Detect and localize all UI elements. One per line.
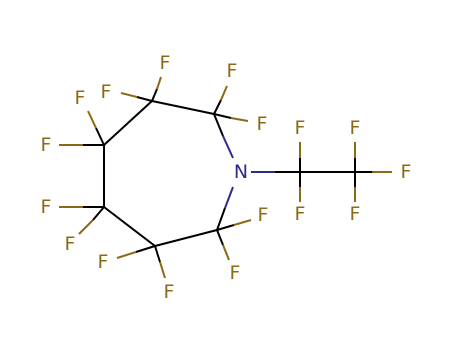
- fluorine-atom-f2: F: [257, 113, 268, 135]
- fluorine-atom-f13: F: [295, 117, 306, 139]
- bond-c2-f1-c: [213, 99, 222, 115]
- fluorine-atom-f15: F: [350, 117, 361, 139]
- bond-c6-f10-f: [159, 261, 166, 279]
- bond-c3-c4: [103, 100, 153, 146]
- fluorine-atom-f4: F: [101, 81, 112, 103]
- fluorine-atom-f11: F: [258, 204, 269, 226]
- bond-c6-c7: [154, 229, 218, 247]
- bond-c6-f9-f: [116, 251, 137, 259]
- bond-c5-c6: [103, 206, 156, 247]
- bond-c2-f1-f: [220, 85, 228, 101]
- bond-c4-f5-f: [87, 110, 97, 129]
- fluorine-atom-f12: F: [230, 262, 241, 284]
- bond-c3-f4-c: [136, 96, 153, 102]
- bond-c2-n-carbon-half: [213, 113, 224, 137]
- bond-c2-f2-f: [230, 117, 249, 122]
- bond-c7-f12-c: [216, 229, 224, 246]
- bond-c3-f4-f: [120, 92, 138, 98]
- bond-c5-f8-f: [78, 219, 94, 235]
- bond-c6-f10-c: [154, 245, 161, 263]
- fluorine-bonds: [59, 76, 392, 279]
- bond-c2-n-nitrogen-half: [222, 135, 234, 159]
- nitrogen-bonds: [213, 113, 300, 231]
- fluorine-atom-f7: F: [41, 196, 52, 218]
- bond-c7-f11-c: [216, 224, 235, 231]
- fluorine-atom-f8: F: [65, 233, 76, 255]
- nitrogen-atom: N: [234, 161, 248, 183]
- bond-c4-f5-c: [95, 127, 105, 146]
- fluorine-atom-f9: F: [98, 251, 109, 273]
- ring-carbon-bonds: [103, 100, 355, 247]
- bond-c7-n-carbon-half: [216, 207, 226, 231]
- fluorine-atom-f16: F: [401, 161, 412, 183]
- bond-c2-c3: [151, 100, 215, 115]
- fluorine-atom-f10: F: [164, 281, 175, 303]
- bond-c7-n-nitrogen-half: [224, 186, 234, 209]
- bond-c3-f3-f: [156, 76, 162, 90]
- bond-c7-f12-f: [222, 244, 230, 261]
- bond-c6-f9-c: [135, 245, 156, 253]
- fluorine-atom-f17: F: [350, 203, 361, 225]
- fluorine-atom-f3: F: [160, 52, 171, 74]
- fluorine-atom-f1: F: [227, 60, 238, 82]
- fluorine-atom-f14: F: [295, 203, 306, 225]
- bond-c2-f2-c: [213, 113, 232, 119]
- bond-c3-f3-c: [151, 88, 158, 102]
- bond-c7-f11-f: [233, 219, 252, 226]
- bond-c5-f8-c: [92, 206, 105, 221]
- fluorine-atom-f6: F: [41, 134, 52, 156]
- fluorine-atom-f5: F: [75, 87, 86, 109]
